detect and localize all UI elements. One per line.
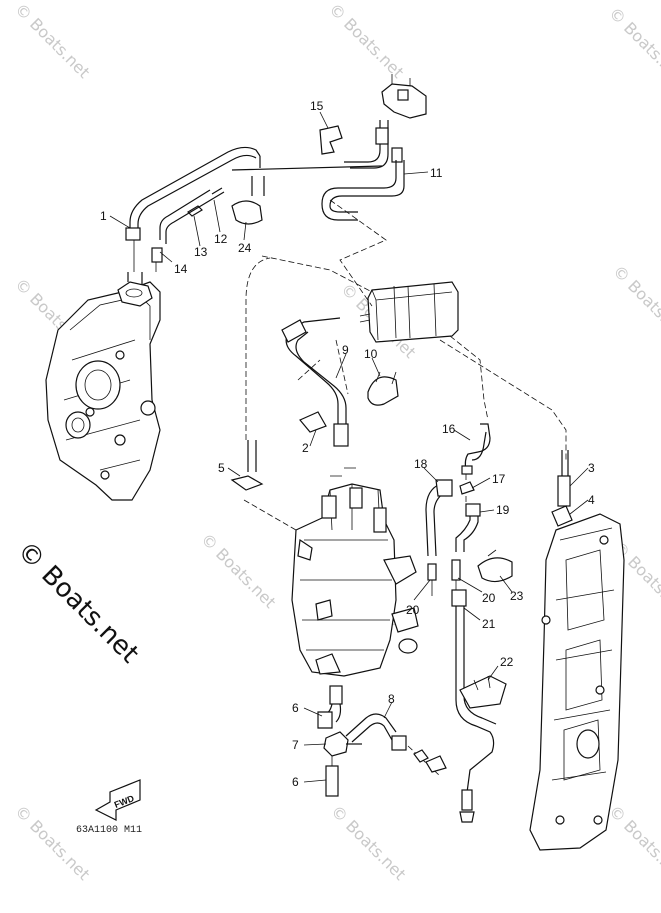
callout-17: 17	[492, 472, 506, 486]
callout-labels: 1 2 3 4 5 6 7 6 8 9 10 11 12 13 14 15 16…	[100, 99, 595, 789]
hose-1	[129, 146, 261, 236]
callout-18: 18	[414, 457, 428, 471]
cylinder-head	[45, 272, 161, 501]
brand-watermark: © Boats.net	[11, 536, 144, 669]
callout-10: 10	[364, 347, 378, 361]
callout-1: 1	[100, 209, 107, 223]
watermark-text: © Boats.net	[197, 529, 279, 611]
callout-16: 16	[442, 422, 456, 436]
hose-clip	[319, 125, 343, 155]
callout-22: 22	[500, 655, 514, 669]
watermark-text: © Boats.net	[605, 3, 661, 85]
watermark-text: © Boats.net	[325, 0, 407, 82]
callout-7: 7	[292, 738, 299, 752]
callout-20: 20	[482, 591, 496, 605]
vapor-separator	[291, 467, 419, 677]
diagram-code: 63A1100 M11	[76, 825, 142, 836]
hose-clamp	[231, 200, 263, 225]
top-valve-assembly	[321, 74, 427, 221]
callout-5: 5	[218, 461, 225, 475]
callout-15: 15	[310, 99, 324, 113]
watermark-text: © Boats.net	[11, 801, 93, 883]
callout-8: 8	[388, 692, 395, 706]
fwd-arrow-icon: FWD	[94, 779, 141, 821]
watermark-text: © Boats.net	[605, 801, 661, 883]
watermark-text: © Boats.net	[327, 801, 409, 883]
callout-12: 12	[214, 232, 228, 246]
callout-21: 21	[482, 617, 496, 631]
watermark-text: © Boats.net	[11, 0, 93, 82]
leader-lines	[109, 111, 589, 783]
callout-13: 13	[194, 245, 208, 259]
callout-19: 19	[496, 503, 510, 517]
callout-20: 20	[406, 603, 420, 617]
callout-11: 11	[430, 166, 443, 180]
callout-3: 3	[588, 461, 595, 475]
exhaust-cover	[529, 513, 625, 851]
callout-6: 6	[292, 775, 299, 789]
watermark-text: © Boats.net	[609, 261, 661, 343]
callout-23: 23	[510, 589, 524, 603]
callout-9: 9	[342, 343, 349, 357]
canister	[359, 281, 459, 343]
callout-4: 4	[588, 493, 595, 507]
callout-14: 14	[174, 262, 188, 276]
callout-24: 24	[238, 241, 252, 255]
callout-6: 6	[292, 701, 299, 715]
callout-2: 2	[302, 441, 309, 455]
